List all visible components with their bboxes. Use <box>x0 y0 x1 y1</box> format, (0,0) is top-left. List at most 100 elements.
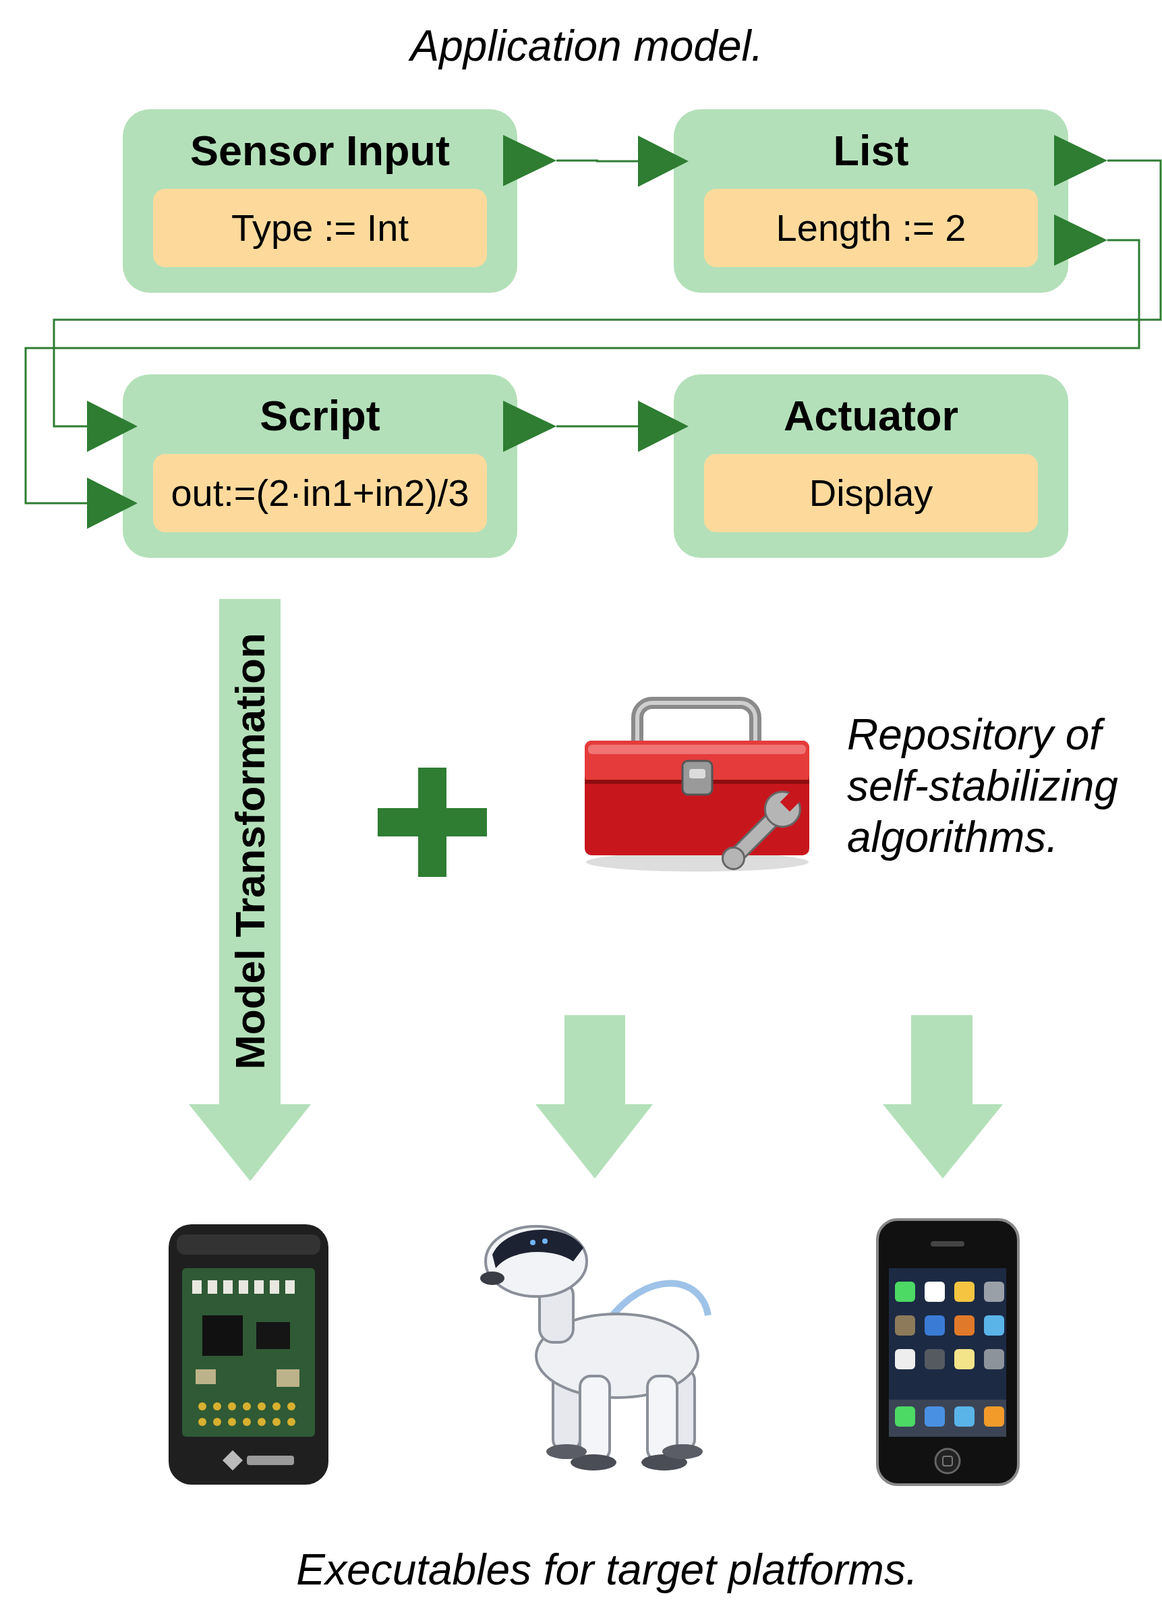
smartphone-part-part <box>983 1315 1005 1336</box>
sun-spot-device-part <box>202 1315 243 1356</box>
smartphone-part-part <box>888 1399 1007 1437</box>
sun-spot-device-part-part <box>192 1280 202 1294</box>
sun-spot-device-part-part <box>287 1402 296 1411</box>
smartphone-part-part <box>983 1406 1005 1427</box>
robot-dog-part <box>579 1375 610 1461</box>
value-box: Display <box>704 453 1038 533</box>
box-heading: Actuator <box>704 392 1038 440</box>
big-arrow <box>535 1014 653 1179</box>
sun-spot-device-part <box>276 1369 300 1387</box>
smartphone-part-part <box>983 1281 1005 1302</box>
smartphone-part-part <box>954 1348 975 1370</box>
toolbox-icon-part-part <box>758 784 808 835</box>
plus-sign-part <box>418 767 447 877</box>
block-box: Sensor InputType := Int <box>122 109 518 293</box>
robot-dog-part <box>546 1443 587 1459</box>
smartphone-part <box>930 1240 965 1247</box>
value-box: Length := 2 <box>704 188 1038 268</box>
toolbox-icon <box>584 702 812 879</box>
diagram-title: Application model. <box>249 20 924 72</box>
smartphone-part-part <box>954 1406 975 1427</box>
sun-spot-device-part-part <box>254 1280 264 1294</box>
box-heading: Script <box>153 392 487 440</box>
smartphone-part-part <box>924 1348 945 1370</box>
block-box: Script out:=(2·in1+in2)/3 <box>122 374 518 558</box>
smartphone-part-part <box>894 1406 916 1427</box>
plus-sign <box>377 767 487 877</box>
sun-spot-device-part-part <box>227 1417 237 1426</box>
toolbox-icon-part <box>682 760 713 795</box>
big-arrow <box>188 598 311 1181</box>
smartphone-part <box>888 1267 1007 1437</box>
smartphone-part-part <box>954 1315 975 1336</box>
sun-spot-device-part-part <box>272 1402 281 1411</box>
sun-spot-device-part-part <box>272 1417 281 1426</box>
value-box: out:=(2·in1+in2)/3 <box>153 453 487 533</box>
robot-dog-part <box>492 1229 584 1268</box>
box-value: Length := 2 <box>776 207 967 249</box>
sun-spot-device-part <box>256 1321 290 1349</box>
robot-dog-part <box>662 1443 703 1459</box>
arrow-label: Model Transformation <box>226 632 274 1070</box>
sun-spot-device-part-part <box>257 1402 266 1411</box>
block-box: ActuatorDisplay <box>673 374 1069 558</box>
smartphone-part <box>942 1456 953 1466</box>
sun-spot-device-part <box>176 1234 321 1255</box>
smartphone-part-part <box>924 1406 945 1427</box>
value-box: Type := Int <box>153 188 487 268</box>
smartphone-part-part <box>924 1315 945 1336</box>
big-arrow <box>882 1014 1003 1179</box>
toolbox-icon-part-part <box>718 843 749 874</box>
sun-spot-device-part <box>195 1369 216 1384</box>
robot-dog-part <box>542 1238 548 1244</box>
sun-spot-device-part-part <box>257 1417 266 1426</box>
sun-spot-device-part-part <box>242 1402 251 1411</box>
toolbox-icon-part <box>713 780 812 879</box>
sun-spot-device-part-part <box>213 1402 222 1411</box>
smartphone-part-part <box>894 1281 916 1302</box>
robot-dog-part <box>480 1271 505 1285</box>
box-value: Display <box>809 472 934 514</box>
sun-spot-device-part-part <box>207 1280 218 1294</box>
sun-spot-device-part <box>192 1280 295 1294</box>
sun-spot-device-part-part <box>213 1417 222 1426</box>
smartphone-part <box>935 1448 960 1473</box>
sun-spot-device-part-part <box>287 1417 296 1426</box>
sun-spot-device-part <box>222 1449 243 1471</box>
sun-spot-device-part-part <box>285 1280 295 1294</box>
toolbox-icon-part-part <box>780 787 804 812</box>
sun-spot-device-part <box>168 1224 329 1485</box>
smartphone-part-part <box>924 1281 945 1302</box>
smartphone-part-part <box>983 1348 1005 1370</box>
transform-arrows <box>188 598 1003 1181</box>
smartphone-part-part <box>894 1315 916 1336</box>
smartphone-part-part <box>894 1348 916 1370</box>
toolbox-icon-part <box>586 852 809 872</box>
smartphone-part <box>877 1219 1019 1485</box>
smartphone-part <box>888 1281 1007 1437</box>
connector <box>556 425 638 428</box>
sun-spot-device-part-part <box>238 1280 249 1294</box>
sun-spot-device-part-part <box>198 1402 207 1411</box>
sun-spot-device-part-part <box>198 1417 207 1426</box>
box-heading: Sensor Input <box>153 127 487 174</box>
sun-spot-device-part-part <box>242 1417 251 1426</box>
toolbox-icon-part <box>584 740 810 856</box>
smartphone <box>877 1219 1019 1485</box>
sun-spot-device-part <box>198 1402 296 1426</box>
toolbox-icon-part <box>588 744 806 754</box>
robot-dog-part <box>530 1239 536 1245</box>
sun-spot-device-part-part <box>227 1402 237 1411</box>
sun-spot-device-part <box>182 1267 315 1437</box>
smartphone-part-part <box>954 1281 975 1302</box>
diagram-caption: Executables for target platforms. <box>269 1545 945 1593</box>
connector <box>556 160 638 162</box>
block-box: ListLength := 2 <box>673 109 1069 293</box>
box-value: out:=(2·in1+in2)/3 <box>170 472 469 514</box>
sun-spot-device <box>168 1224 329 1485</box>
box-value: Type := Int <box>231 207 409 249</box>
sun-spot-device-part-part <box>223 1280 233 1294</box>
box-heading: List <box>704 127 1038 174</box>
robot-dog <box>480 1226 709 1471</box>
